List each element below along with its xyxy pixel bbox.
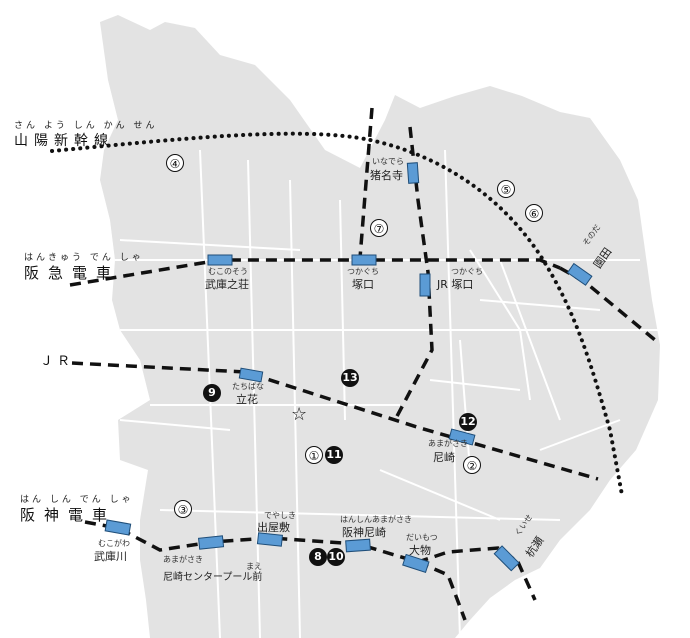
mukonoso-ruby: むこのそう [208, 267, 248, 276]
daimotsu-ruby: だいもつ [406, 533, 438, 542]
jr-fukuchiyama-line [393, 126, 434, 421]
hankyu-line-label: 阪急電車 [24, 264, 121, 282]
station-sonoda[interactable] [566, 262, 593, 286]
station-mukogawa[interactable] [104, 519, 132, 536]
marker-9[interactable]: 9 [203, 384, 221, 402]
tachibana-ruby: たちばな [232, 382, 264, 391]
hanshin-line [84, 520, 520, 564]
tsukaguchi-label: 塚口 [352, 278, 374, 291]
hanshin-branch-east [516, 561, 537, 601]
marker-4[interactable]: ④ [166, 154, 184, 172]
marker-11[interactable]: 11 [325, 446, 343, 464]
hanshin-line-label: 阪神電車 [20, 506, 117, 524]
hanshin-amagasaki-label: 阪神尼崎 [342, 526, 386, 539]
hankyu-ruby: はんきゅう でん しゃ [24, 253, 144, 263]
daimotsu-label: 大物 [409, 544, 431, 557]
station-tsukaguchi[interactable] [351, 254, 377, 266]
station-jr-tsukaguchi[interactable] [419, 273, 431, 297]
marker-12[interactable]: 12 [459, 413, 477, 431]
sanyo-line-label: 山陽新幹線 [14, 133, 114, 149]
mukonoso-label: 武庫之荘 [205, 278, 249, 291]
tsukaguchi-ruby: つかぐち [347, 267, 379, 276]
sanyo-shinkansen-line [50, 131, 624, 497]
marker-7[interactable]: ⑦ [370, 219, 388, 237]
center-pool-label: 尼崎センタープール前 [163, 572, 263, 583]
hankyu-itami-branch [358, 107, 374, 259]
amagasaki-label: 尼崎 [433, 451, 455, 464]
station-daimotsu[interactable] [402, 553, 430, 574]
marker-8[interactable]: 8 [309, 548, 327, 566]
center-pool-ruby-a: あまがさき [163, 555, 203, 564]
sanyo-ruby: さん よう しん かん せん [14, 121, 158, 131]
deyashiki-label: 出屋敷 [257, 521, 290, 534]
hanshin-amagasaki-ruby: はんしんあまがさき [340, 515, 412, 524]
marker-6[interactable]: ⑥ [525, 204, 543, 222]
station-mukonoso[interactable] [207, 254, 233, 266]
center-pool-ruby-b: まえ [246, 562, 262, 571]
marker-1[interactable]: ① [305, 446, 323, 464]
jr-tsukaguchi-ruby: つかぐち [451, 267, 483, 276]
tachibana-label: 立花 [236, 393, 258, 406]
land-area [100, 15, 660, 638]
station-amagasaki[interactable] [448, 428, 476, 446]
marker-3[interactable]: ③ [174, 500, 192, 518]
marker-5[interactable]: ⑤ [497, 180, 515, 198]
jr-tsukaguchi-label: JR 塚口 [437, 278, 474, 291]
jr-line-label: ＪＲ [40, 354, 75, 369]
station-hanshin-amagasaki[interactable] [345, 538, 371, 553]
mukogawa-ruby: むこがわ [98, 539, 130, 548]
station-inadera[interactable] [406, 162, 420, 184]
station-kuise[interactable] [493, 545, 520, 572]
station-deyashiki[interactable] [256, 532, 284, 547]
mukogawa-label: 武庫川 [94, 550, 127, 563]
amagasaki-ruby: あまがさき [428, 439, 468, 448]
marker-10[interactable]: 10 [327, 548, 345, 566]
inadera-ruby: いなでら [372, 157, 404, 166]
marker-13[interactable]: 13 [341, 369, 359, 387]
marker-2[interactable]: ② [463, 456, 481, 474]
inadera-label: 猪名寺 [370, 169, 403, 182]
hanshin-ruby: はん しん でん しゃ [20, 495, 134, 505]
station-center-pool[interactable] [197, 535, 225, 550]
deyashiki-ruby: でやしき [264, 511, 296, 520]
hankyu-line [69, 258, 561, 287]
star-marker[interactable]: ☆ [291, 404, 308, 425]
station-tachibana[interactable] [238, 367, 264, 383]
